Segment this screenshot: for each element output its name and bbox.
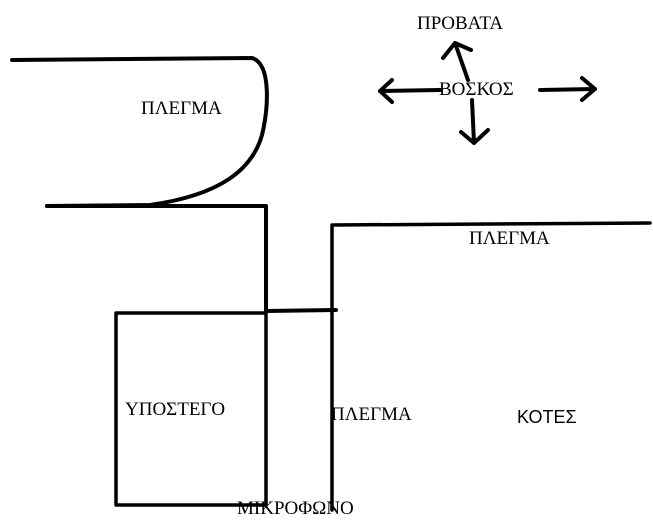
arrow-down [459, 98, 490, 145]
fence-right [330, 221, 652, 512]
fence-connector [264, 308, 338, 313]
mesh-label-top-right: ΠΛΕΓΜΑ [469, 228, 550, 249]
fence-curve-top-left [10, 56, 269, 208]
shed-label: ΥΠΟΣΤΕΓΟ [125, 399, 226, 420]
microphone-label: ΜΙΚΡΟΦΩΝΟ [237, 498, 354, 519]
arrow-up-left [441, 41, 473, 82]
shepherd-label: ΒΟΣΚΟΣ [439, 79, 514, 100]
direction-arrows [378, 41, 597, 145]
mesh-label-top-left: ΠΛΕΓΜΑ [141, 98, 222, 119]
arrow-left [378, 78, 442, 104]
shed-outline [114, 311, 268, 507]
arrow-right [538, 76, 597, 102]
mesh-label-middle: ΠΛΕΓΜΑ [331, 404, 412, 425]
coops-label: ΚΟΤΕΣ [517, 407, 577, 427]
sheep-label: ΠΡΟΒΑΤΑ [417, 13, 504, 34]
fence-to-shed [45, 204, 268, 314]
